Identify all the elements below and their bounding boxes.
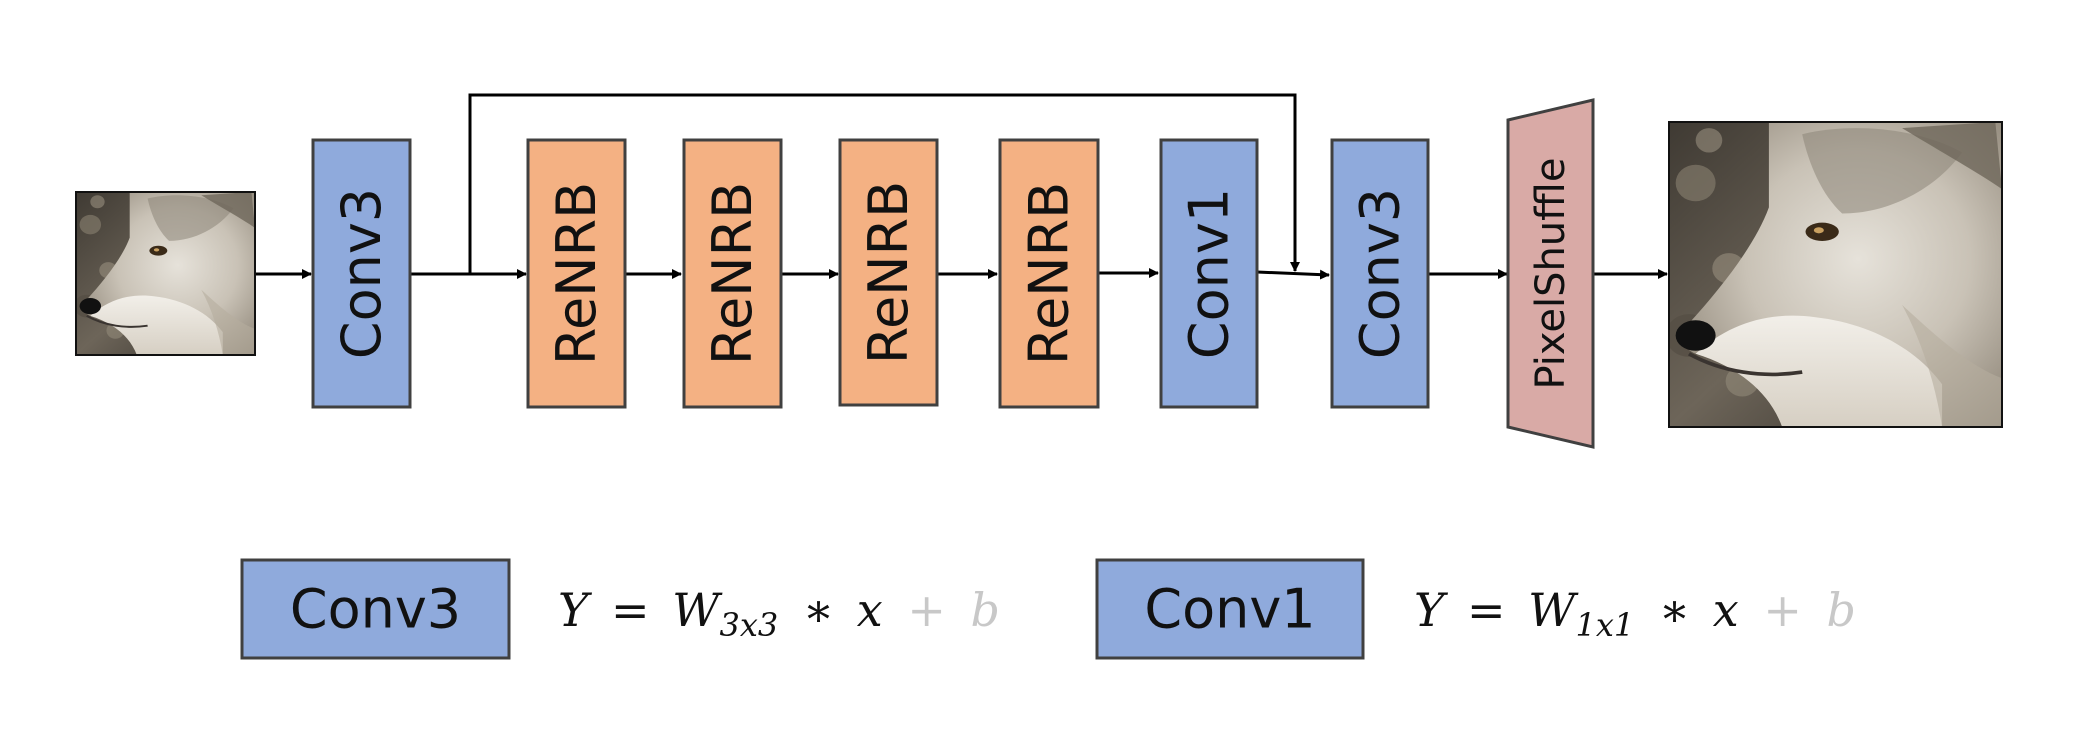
output-image — [1668, 121, 2003, 428]
legend-conv3-label: Conv3 — [290, 578, 461, 641]
legend-conv1-label: Conv1 — [1144, 578, 1315, 641]
legend-conv3-formula: Y = W3x3 ∗ x + b — [558, 583, 1000, 647]
conv1-block: Conv1 — [1159, 138, 1259, 409]
conv3-output-label: Conv3 — [1349, 188, 1412, 359]
legend-conv3-swatch — [240, 558, 511, 660]
renrb-block-1: ReNRB — [526, 138, 627, 409]
legend-conv1-formula: Y = W1x1 ∗ x + b — [1414, 583, 1856, 647]
pixelshuffle-block: PixelShuffle — [1506, 98, 1595, 449]
input-image — [75, 191, 256, 356]
conv3-input-block: Conv3 — [311, 138, 412, 409]
renrb-block-4: ReNRB — [998, 138, 1100, 409]
renrb-block-3: ReNRB — [838, 138, 939, 407]
renrb-label-1: ReNRB — [545, 182, 608, 365]
connections — [256, 93, 1668, 280]
renrb-block-2: ReNRB — [682, 138, 783, 409]
renrb-label-4: ReNRB — [1018, 182, 1081, 365]
conv3-input-label: Conv3 — [330, 188, 393, 359]
arrow-conv1-to-conv3 — [1256, 269, 1330, 280]
renrb-label-3: ReNRB — [857, 181, 920, 364]
pixelshuffle-label: PixelShuffle — [1528, 158, 1574, 390]
legend-conv1: Conv1 Y = W1x1 ∗ x + b — [1095, 558, 1856, 660]
conv3-output-block: Conv3 — [1330, 138, 1430, 409]
renrb-label-2: ReNRB — [701, 182, 764, 365]
legend-conv3: Conv3 Y = W3x3 ∗ x + b — [240, 558, 1000, 660]
legend-conv1-swatch — [1095, 558, 1365, 660]
skip-connection-arrow — [468, 93, 1300, 274]
conv1-label: Conv1 — [1178, 188, 1241, 359]
